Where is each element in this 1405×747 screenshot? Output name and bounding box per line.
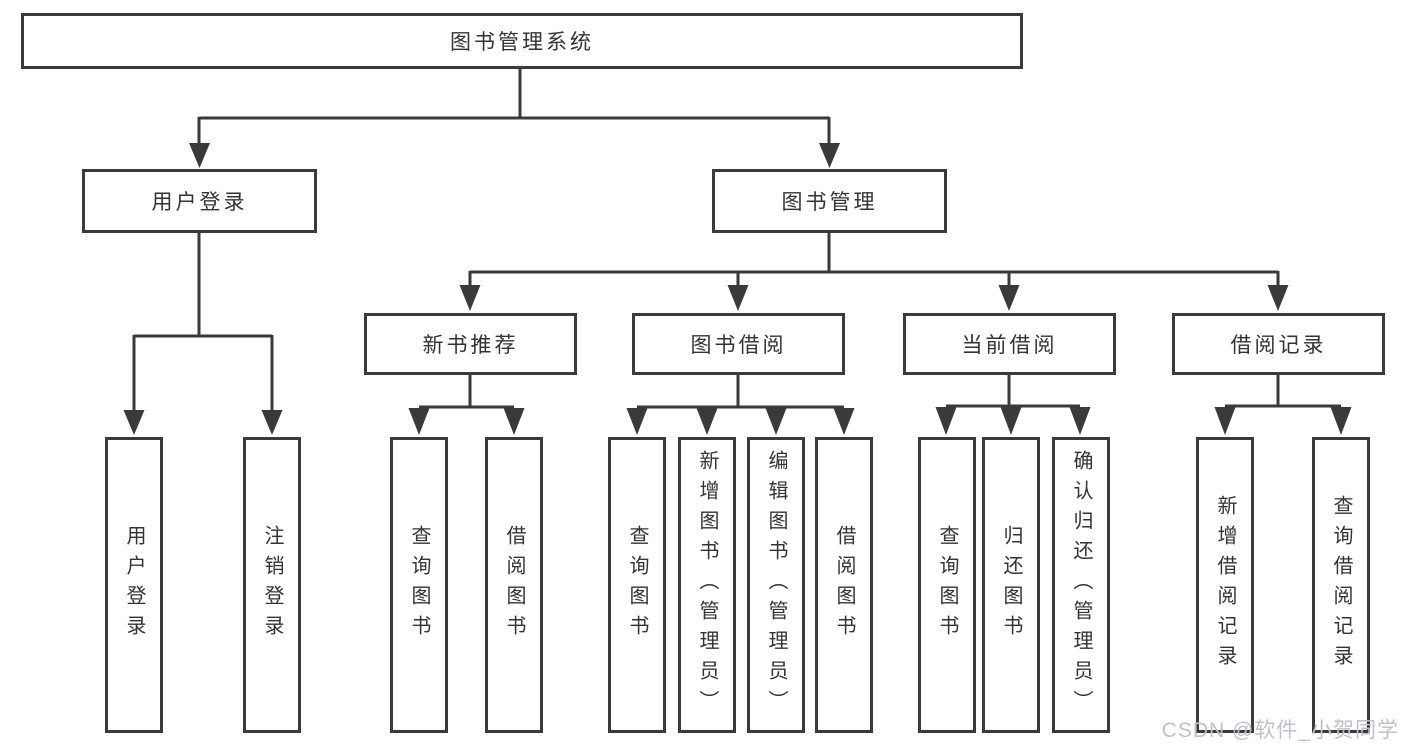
leaf-nr-query-books: 查询图书 — [390, 437, 448, 733]
node-user-login-label: 用户登录 — [151, 191, 248, 214]
leaf-cb-query-books-label: 查询图书 — [936, 525, 958, 645]
csdn-watermark: CSDN @软件_小贺同学 — [1161, 719, 1399, 742]
node-user-login: 用户登录 — [82, 169, 317, 233]
arrowhead-leaf-user-login — [123, 410, 145, 435]
leaf-nr-borrow-books-label: 借阅图书 — [503, 525, 525, 645]
node-system-root-label: 图书管理系统 — [450, 31, 594, 54]
node-system-root: 图书管理系统 — [21, 13, 1023, 69]
node-borrowing-records-label: 借阅记录 — [1230, 334, 1327, 357]
arrowhead-br-query — [1330, 407, 1352, 435]
leaf-bb-borrow-books: 借阅图书 — [815, 437, 873, 733]
leaf-cb-confirm-return-admin-label: 确认归还（管理员） — [1070, 450, 1092, 720]
leaf-nr-query-books-label: 查询图书 — [408, 525, 430, 645]
arrowhead-cb-query — [935, 407, 957, 435]
leaf-cb-return-books: 归还图书 — [982, 437, 1040, 733]
arrowhead-book-mgmt — [819, 143, 840, 168]
arrowhead-br-add — [1214, 407, 1236, 435]
arrowhead-user-login — [189, 143, 210, 168]
arrowhead-nr-query — [408, 408, 430, 435]
leaf-cb-confirm-return-admin: 确认归还（管理员） — [1052, 437, 1110, 733]
leaf-bb-edit-books-admin: 编辑图书（管理员） — [747, 437, 805, 733]
leaf-cb-query-books: 查询图书 — [918, 437, 976, 733]
node-new-book-recommend-label: 新书推荐 — [422, 334, 519, 357]
node-book-management-label: 图书管理 — [781, 191, 878, 214]
node-new-book-recommend: 新书推荐 — [364, 313, 577, 375]
leaf-br-add-record-label: 新增借阅记录 — [1214, 495, 1236, 675]
arrowhead-current-borrow — [998, 285, 1020, 311]
arrowhead-nr-borrow — [503, 408, 525, 435]
leaf-bb-query-books: 查询图书 — [608, 437, 666, 733]
leaf-logout: 注销登录 — [243, 437, 301, 733]
leaf-bb-query-books-label: 查询图书 — [626, 525, 648, 645]
node-book-borrowing: 图书借阅 — [632, 313, 845, 375]
arrowhead-borrow-records — [1267, 285, 1289, 311]
leaf-br-add-record: 新增借阅记录 — [1196, 437, 1254, 733]
arrowhead-cb-confirm — [1069, 407, 1091, 435]
leaf-user-login: 用户登录 — [105, 437, 163, 733]
leaf-bb-add-books-admin-label: 新增图书（管理员） — [696, 450, 718, 720]
leaf-logout-label: 注销登录 — [261, 525, 283, 645]
arrowhead-cb-return — [1000, 407, 1022, 435]
arrowhead-book-borrow — [727, 285, 749, 311]
node-book-management: 图书管理 — [712, 169, 947, 233]
arrowhead-new-book-rec — [459, 285, 481, 311]
node-book-borrowing-label: 图书借阅 — [690, 334, 787, 357]
leaf-bb-edit-books-admin-label: 编辑图书（管理员） — [765, 450, 787, 720]
leaf-bb-add-books-admin: 新增图书（管理员） — [678, 437, 736, 733]
arrowhead-bb-edit — [765, 408, 787, 435]
leaf-nr-borrow-books: 借阅图书 — [485, 437, 543, 733]
node-borrowing-records: 借阅记录 — [1172, 313, 1385, 375]
leaf-br-query-record: 查询借阅记录 — [1312, 437, 1370, 733]
leaf-user-login-label: 用户登录 — [123, 525, 145, 645]
leaf-br-query-record-label: 查询借阅记录 — [1330, 495, 1352, 675]
arrowhead-bb-query — [626, 408, 648, 435]
node-current-borrowing: 当前借阅 — [903, 313, 1116, 375]
node-current-borrowing-label: 当前借阅 — [961, 334, 1058, 357]
leaf-cb-return-books-label: 归还图书 — [1000, 525, 1022, 645]
arrowhead-bb-borrow — [833, 408, 855, 435]
leaf-bb-borrow-books-label: 借阅图书 — [833, 525, 855, 645]
arrowhead-bb-add — [696, 408, 718, 435]
arrowhead-leaf-logout — [261, 410, 283, 435]
